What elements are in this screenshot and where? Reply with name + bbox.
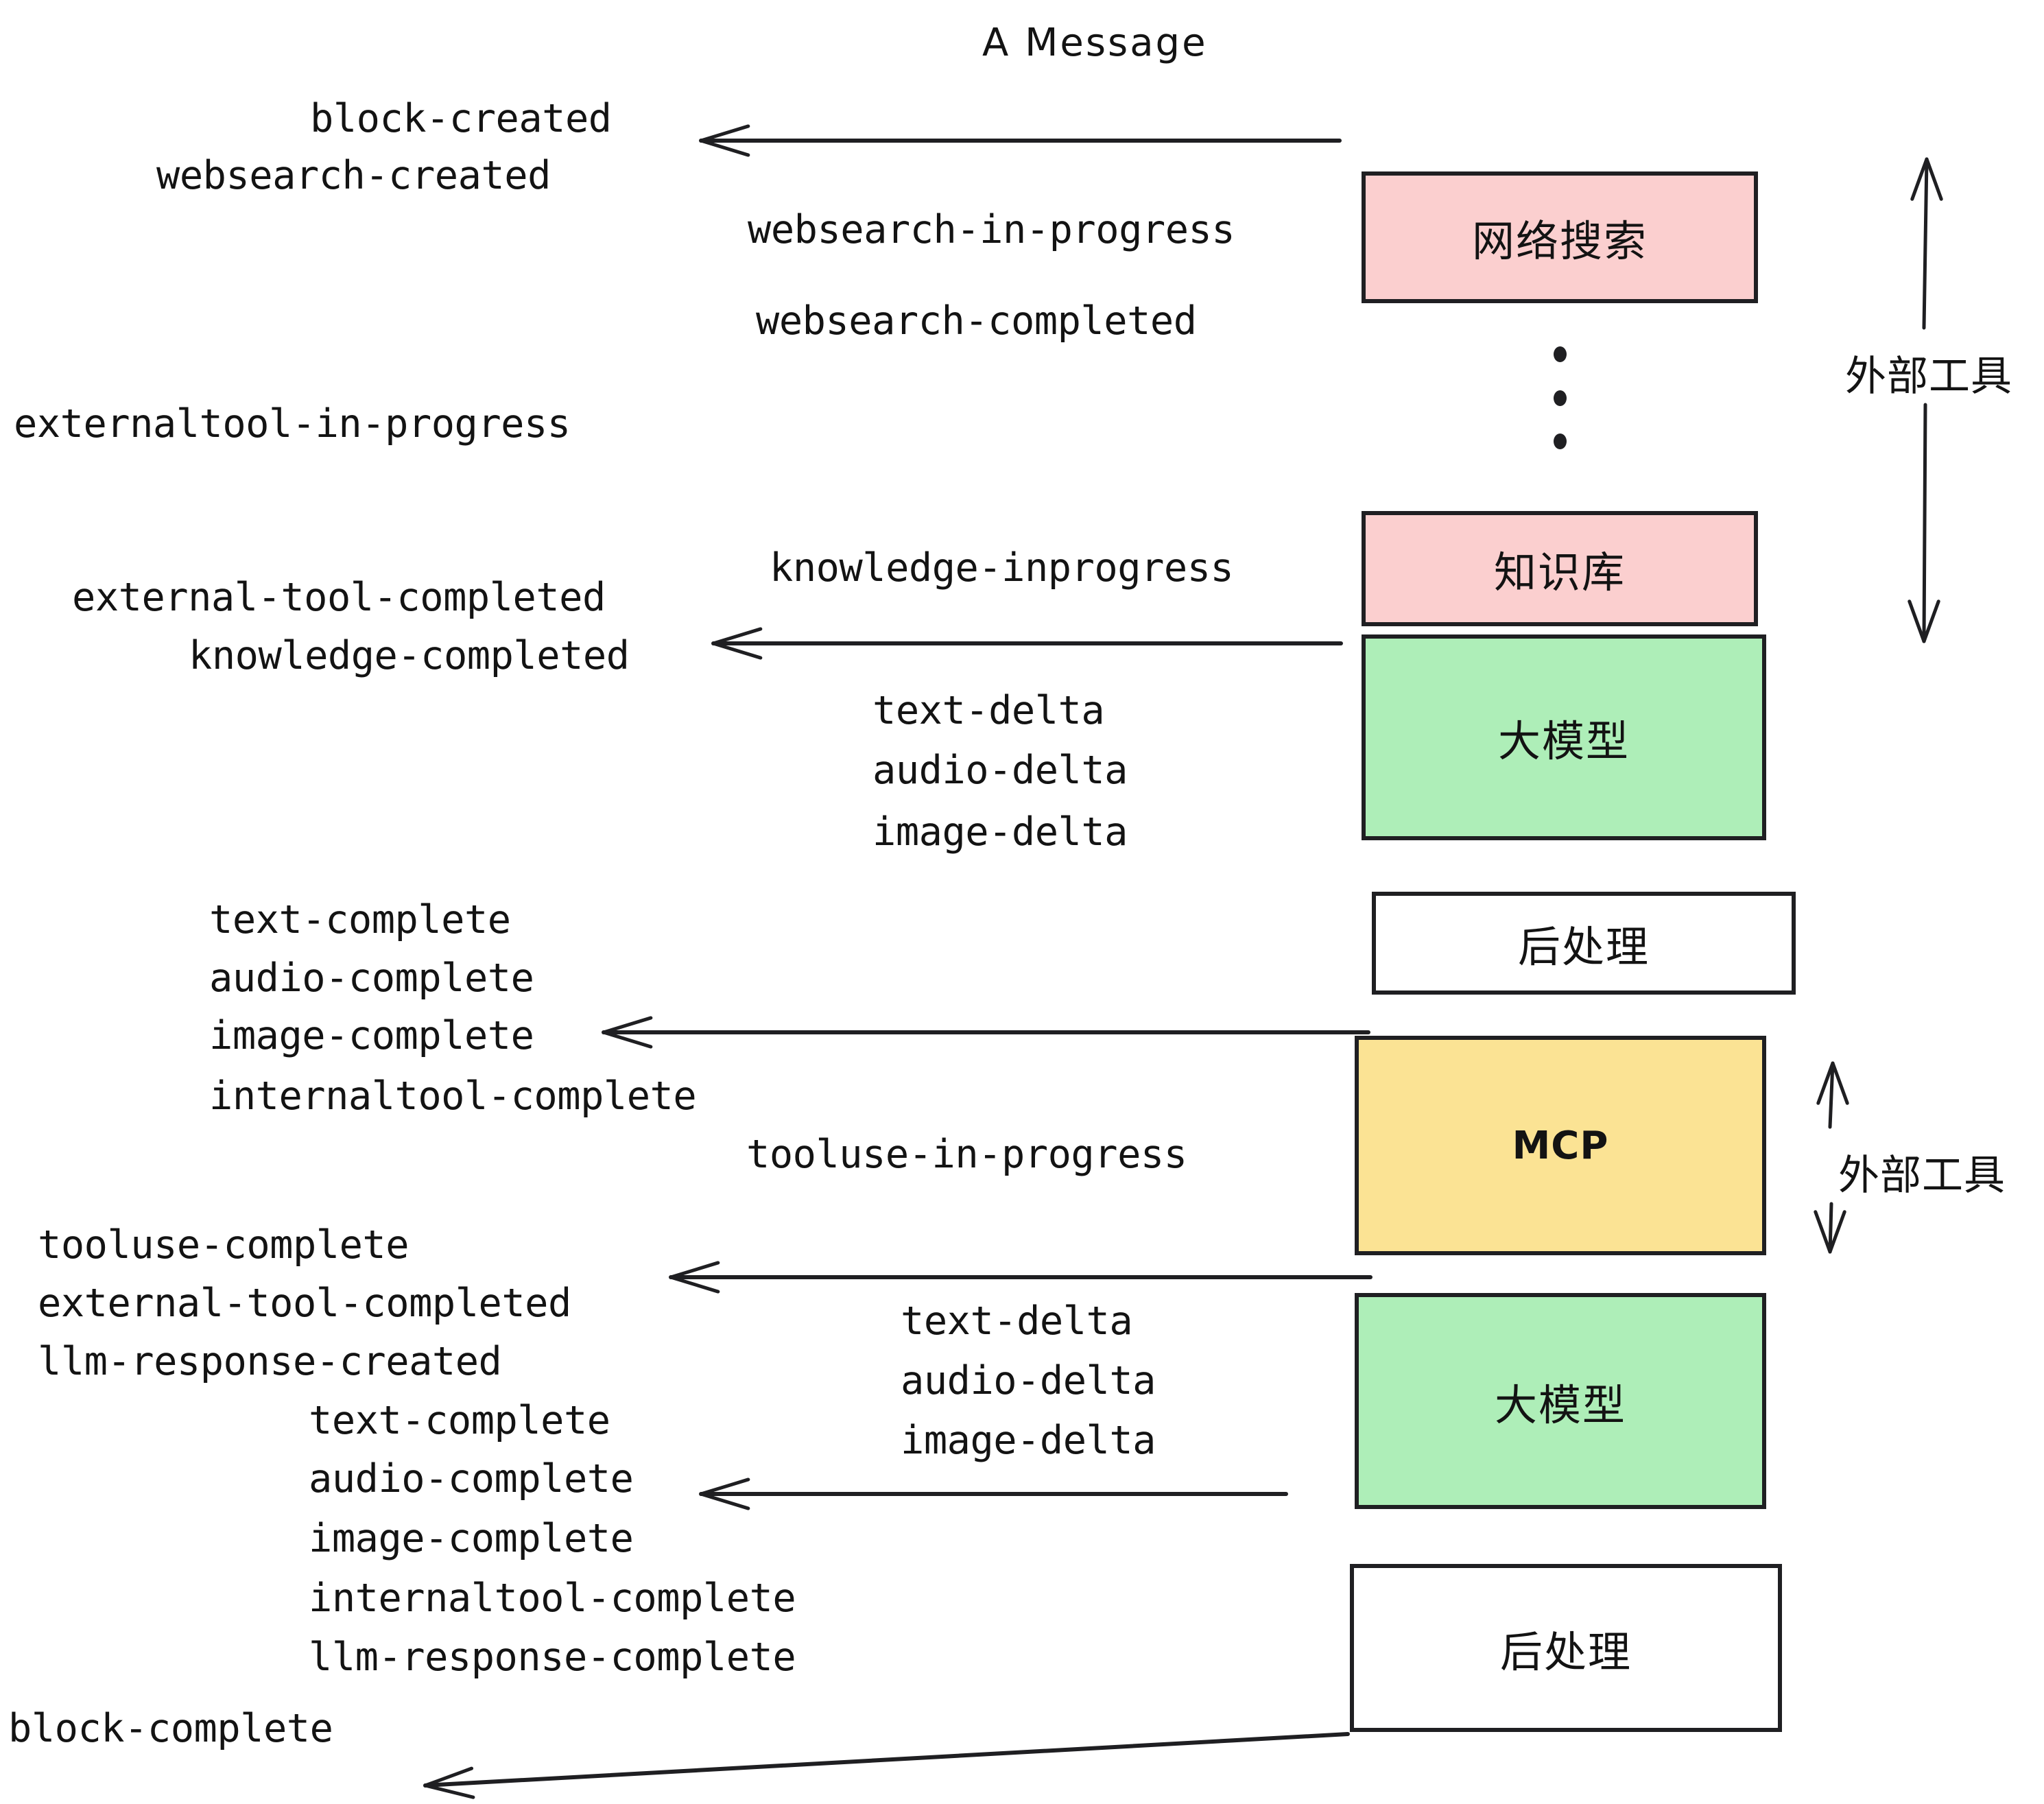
line-segment <box>423 1766 474 1788</box>
event-label: websearch-in-progress <box>748 207 1235 252</box>
line-segment <box>1908 600 1926 643</box>
line-segment <box>1831 1061 1849 1105</box>
event-label: text-complete <box>209 897 511 942</box>
event-label: externaltool-in-progress <box>14 401 571 447</box>
event-label: audio-delta <box>872 748 1128 793</box>
line-segment <box>1816 1061 1835 1105</box>
event-label: internaltool-complete <box>209 1073 697 1119</box>
event-label: internaltool-complete <box>309 1576 796 1621</box>
event-label: image-delta <box>872 809 1128 855</box>
component-box: MCP <box>1355 1036 1766 1255</box>
component-box-label: MCP <box>1512 1123 1609 1168</box>
line-segment <box>711 641 763 660</box>
line-segment <box>1922 403 1927 643</box>
event-label: image-delta <box>901 1418 1156 1463</box>
line-segment <box>699 1492 750 1510</box>
event-label: websearch-created <box>156 153 551 198</box>
bracket-label: 外部工具 <box>1838 1152 2006 1200</box>
event-label: tooluse-in-progress <box>746 1132 1187 1177</box>
event-label: audio-complete <box>309 1456 634 1502</box>
line-segment <box>1925 157 1943 201</box>
line-segment <box>423 1783 475 1799</box>
line-segment <box>699 1477 750 1496</box>
event-label: image-complete <box>209 1013 534 1058</box>
line-segment <box>711 627 763 645</box>
event-label: llm-response-complete <box>309 1635 796 1680</box>
event-label: external-tool-completed <box>38 1281 571 1326</box>
event-label: block-created <box>310 96 612 141</box>
event-label: tooluse-complete <box>38 1222 409 1268</box>
event-label: knowledge-inprogress <box>770 545 1234 591</box>
event-label: text-complete <box>309 1398 610 1443</box>
event-label: knowledge-completed <box>189 633 630 678</box>
component-box: 网络搜索 <box>1362 171 1758 303</box>
component-box-label: 大模型 <box>1494 1379 1626 1430</box>
line-segment <box>1828 1210 1846 1254</box>
line-segment <box>699 124 750 143</box>
event-label: audio-delta <box>901 1358 1156 1403</box>
line-segment <box>602 1016 653 1034</box>
component-box: 后处理 <box>1350 1564 1782 1732</box>
component-box-label: 网络搜索 <box>1471 216 1648 266</box>
line-segment <box>1922 600 1940 643</box>
component-box: 后处理 <box>1372 892 1796 995</box>
component-box-label: 后处理 <box>1517 922 1650 972</box>
line-segment <box>669 1275 720 1294</box>
ellipsis-dot <box>1554 346 1567 362</box>
component-box: 大模型 <box>1355 1293 1766 1509</box>
event-label: block-complete <box>8 1706 333 1751</box>
page-title: A Message <box>982 21 1208 65</box>
component-box-label: 知识库 <box>1493 547 1626 597</box>
line-segment <box>1814 1210 1832 1254</box>
line-segment <box>1910 157 1929 201</box>
ellipsis-dot <box>1554 434 1567 449</box>
line-segment <box>699 139 750 157</box>
bracket-label: 外部工具 <box>1845 353 2012 401</box>
line-segment <box>423 1732 1350 1788</box>
line-segment <box>669 1261 720 1279</box>
line-segment <box>1922 157 1929 330</box>
component-box: 知识库 <box>1362 511 1758 626</box>
event-label: websearch-completed <box>756 298 1197 344</box>
event-label: text-delta <box>872 688 1105 733</box>
event-label: llm-response-created <box>38 1339 502 1384</box>
ellipsis-dot <box>1554 390 1567 406</box>
event-label: text-delta <box>901 1298 1133 1344</box>
line-segment <box>1828 1061 1835 1129</box>
event-label: image-complete <box>309 1516 634 1561</box>
component-box-label: 后处理 <box>1499 1626 1632 1677</box>
component-box: 大模型 <box>1362 634 1766 840</box>
line-segment <box>602 1030 653 1049</box>
line-segment <box>1828 1202 1833 1254</box>
event-label: external-tool-completed <box>72 575 606 620</box>
vertical-ellipsis <box>1554 346 1567 449</box>
event-label: audio-complete <box>209 956 534 1001</box>
component-box-label: 大模型 <box>1497 716 1630 766</box>
